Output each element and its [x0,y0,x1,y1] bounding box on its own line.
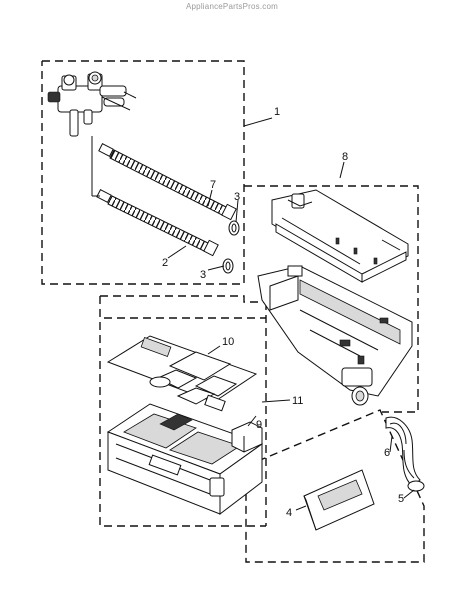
dispenser-drawer-group-box-lower [99,296,266,527]
hose-clamp-lower[interactable] [222,258,234,274]
dispenser-drain-hose[interactable] [385,416,421,487]
dispenser-housing-group-box [244,185,419,413]
inlet-hose-hot[interactable] [98,143,237,221]
callout-1[interactable]: 1 [274,106,280,118]
callout-3-upper[interactable]: 3 [234,191,240,203]
callout-6[interactable]: 6 [384,447,390,459]
inlet-hose-cold[interactable] [96,189,219,257]
callout-2[interactable]: 2 [162,257,168,269]
source-watermark: AppliancePartsPros.com [186,2,278,11]
callout-10[interactable]: 10 [222,336,234,348]
handle-group-box [245,409,425,563]
callout-9[interactable]: 9 [256,419,262,431]
drain-hose-clamp[interactable] [407,480,425,492]
callout-8[interactable]: 8 [342,151,348,163]
callout-11[interactable]: 11 [292,395,303,407]
callout-5[interactable]: 5 [398,493,404,505]
water-inlet-valve[interactable] [47,71,137,137]
dispenser-drawer-handle[interactable] [303,469,375,531]
valve-assembly-group-box [41,60,245,285]
callout-4[interactable]: 4 [286,507,292,519]
dispenser-drawer-insert[interactable] [106,335,258,412]
callout-3-lower[interactable]: 3 [200,269,206,281]
dispenser-drawer[interactable] [106,403,264,516]
dispenser-drawer-group-box [100,295,266,303]
dispenser-cover[interactable] [271,189,409,283]
callout-7[interactable]: 7 [210,179,216,191]
siphon-cap[interactable] [231,421,263,453]
hose-clamp-upper[interactable] [228,220,240,236]
dispenser-housing[interactable] [257,265,413,406]
leader-lines [167,117,415,511]
